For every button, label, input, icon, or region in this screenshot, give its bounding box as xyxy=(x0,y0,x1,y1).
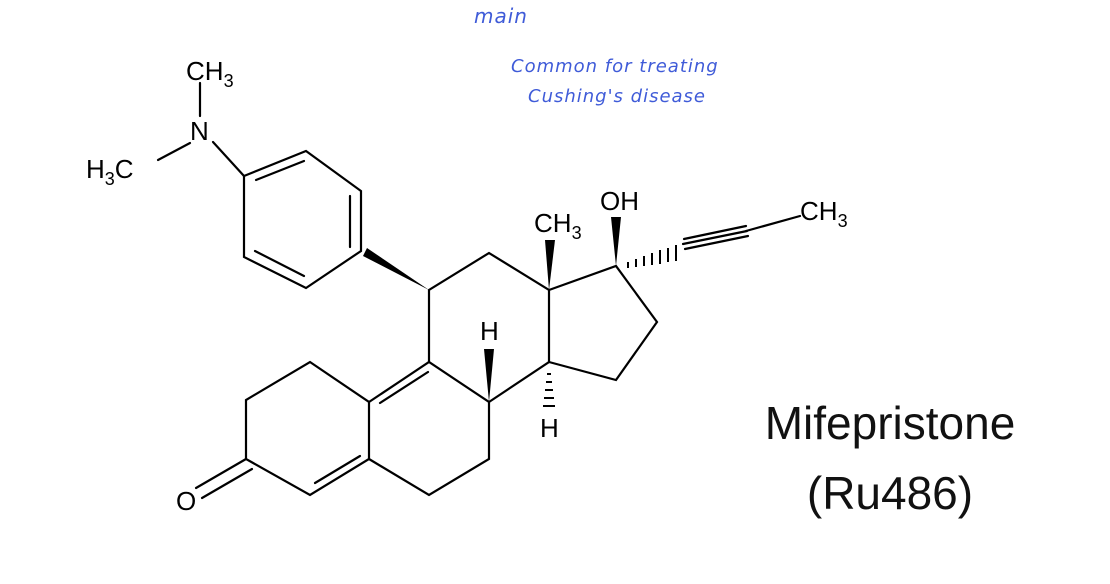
ring-d xyxy=(547,264,659,382)
wedge-aryl xyxy=(363,248,429,290)
alkyne-triple-1 xyxy=(682,224,748,241)
alkyne-triple-2 xyxy=(681,229,749,246)
alkyne-to-ch3 xyxy=(744,214,802,233)
bond-n-ring xyxy=(211,140,246,178)
alkyne-triple-3 xyxy=(683,234,750,251)
molecule-code: (Ru486) xyxy=(806,467,974,519)
benzene-ring xyxy=(242,149,363,290)
label-nitrogen: N xyxy=(190,116,209,146)
annotation-line-1: Common for treating xyxy=(511,56,719,77)
label-ch3-top: CH3 xyxy=(186,56,234,91)
ring-b-double-bond xyxy=(378,370,430,405)
label-h3c-left: H3C xyxy=(86,154,134,189)
ring-b xyxy=(367,360,491,497)
wedge-ch3-center xyxy=(545,240,555,290)
molecule-name: Mifepristone xyxy=(764,397,1016,449)
ring-c xyxy=(427,251,551,404)
label-oh: OH xyxy=(600,186,639,216)
label-h-upper: H xyxy=(480,316,499,346)
label-ch3-right: CH3 xyxy=(800,196,848,231)
label-h-lower: H xyxy=(540,413,559,443)
annotation-line-2: Cushing's disease xyxy=(528,86,707,107)
carbonyl-bond-2 xyxy=(200,467,254,500)
carbonyl-bond-1 xyxy=(194,457,248,490)
label-ch3-center: CH3 xyxy=(534,208,582,243)
annotation-heading: main xyxy=(474,4,528,28)
wedge-h-upper xyxy=(484,349,494,402)
benzene-inner-bond-1 xyxy=(254,159,306,182)
ring-a xyxy=(244,360,371,497)
wedge-oh xyxy=(611,217,621,266)
label-oxygen: O xyxy=(176,486,196,516)
bond-n-ch3-left xyxy=(156,141,192,162)
ring-a-double-bond xyxy=(313,454,362,485)
benzene-inner-bond-3 xyxy=(253,249,306,278)
